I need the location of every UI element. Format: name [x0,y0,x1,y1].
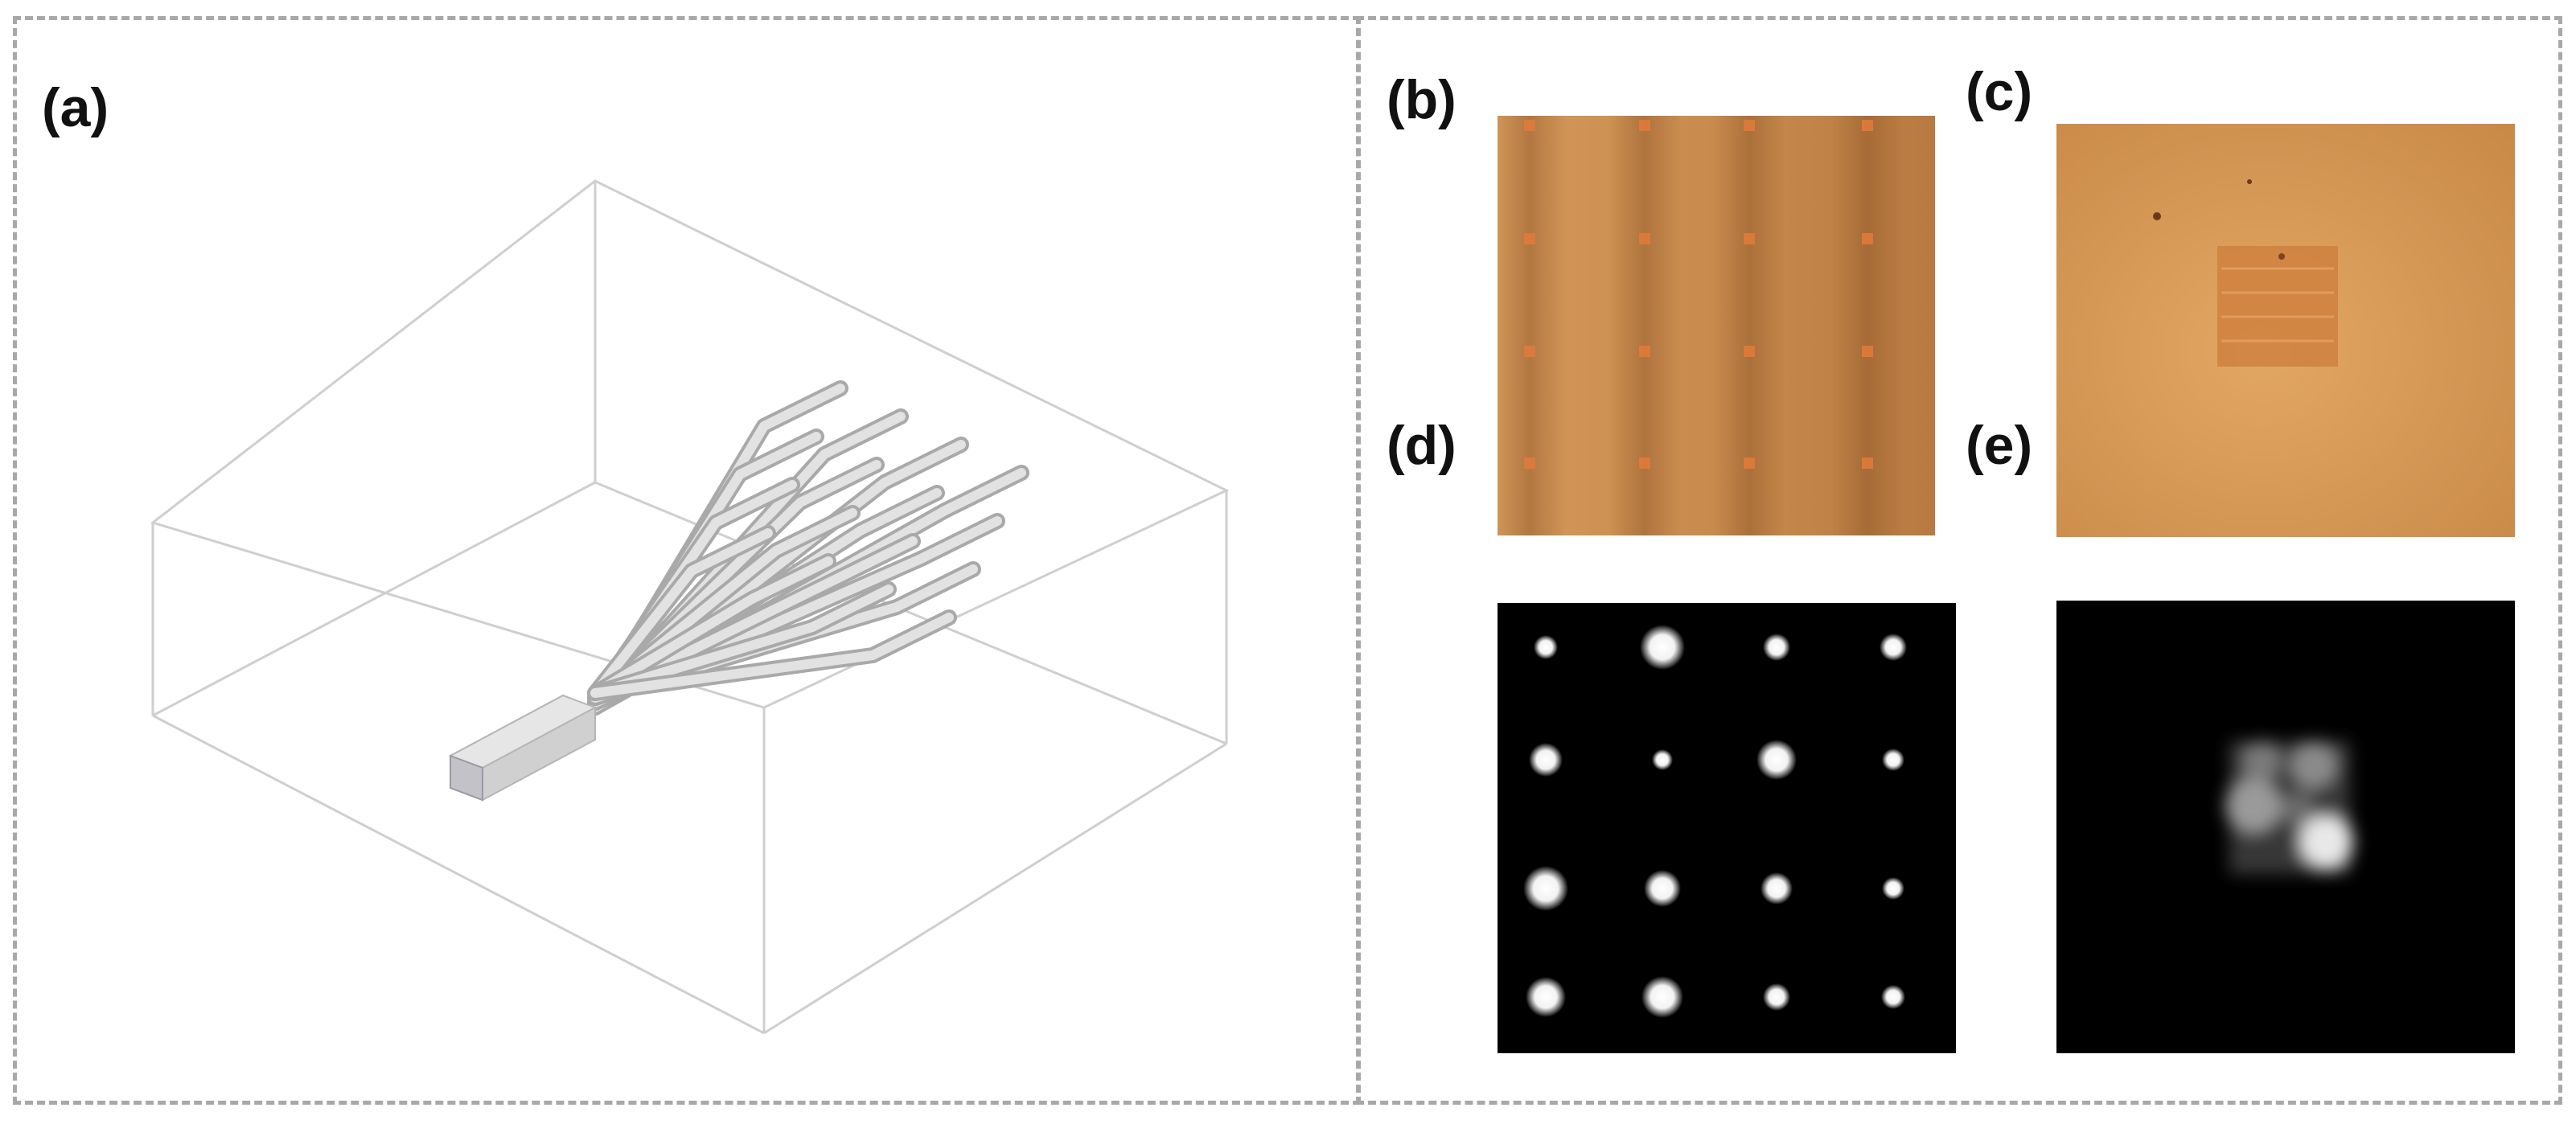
output-spot [1641,976,1683,1018]
label-b: (b) [1387,69,1456,130]
output-spot [1523,866,1568,911]
output-spot [1882,749,1904,771]
facet-dot [1862,346,1873,357]
facet-dot [1862,233,1873,244]
output-spot [1763,983,1790,1011]
output-spot [1534,635,1558,659]
facet-dot [1744,346,1755,357]
facet-dot [1524,233,1535,244]
output-spot-array [1498,603,1956,1053]
input-square-waveguide [448,694,598,802]
output-spot [1640,625,1685,670]
facet-dot [1862,120,1873,131]
facet-micrograph-4x4 [1498,116,1935,535]
output-mode-pattern [2056,601,2515,1053]
label-e: (e) [1966,415,2033,476]
facet-dot [1744,457,1755,469]
facet-dot [1639,120,1650,131]
label-a: (a) [42,77,109,138]
facet-dot [1744,233,1755,244]
output-spot [1644,870,1681,907]
waveguide-highlight [590,613,954,698]
waveguide-highlight [590,536,918,703]
output-spot [1756,740,1797,780]
facet-dot [1639,457,1650,469]
output-spot [1652,749,1673,770]
panels-b-e-frame [1356,16,2562,1105]
output-spot [1529,743,1563,777]
bundle-facet-micrograph [2056,124,2515,537]
output-spot [1882,877,1904,900]
facet-dot [1639,233,1650,244]
output-spot [1760,872,1793,905]
waveguide-highlight [590,585,894,698]
glass-block-outline [150,179,1230,1035]
output-spot [1880,634,1907,661]
facet-streak [1498,116,1566,535]
facet-dot [1524,120,1535,131]
facet-streak [1713,116,1785,535]
label-c: (c) [1966,61,2033,122]
output-spot [1881,985,1905,1009]
facet-dot [1639,346,1650,357]
facet-streak [1608,116,1681,535]
facet-streak [1831,116,1904,535]
facet-dot [1744,120,1755,131]
facet-dot [1862,457,1873,469]
facet-dot [1524,457,1535,469]
facet-dot [1524,346,1535,357]
waveguide-highlight [590,528,773,698]
label-d: (d) [1387,415,1456,476]
output-spot [1763,634,1790,661]
waveguide-bundle [587,380,1029,716]
waveguide-3d-diagram [150,179,1230,1035]
waveguide-highlight [590,556,833,698]
output-spot [1526,977,1566,1017]
